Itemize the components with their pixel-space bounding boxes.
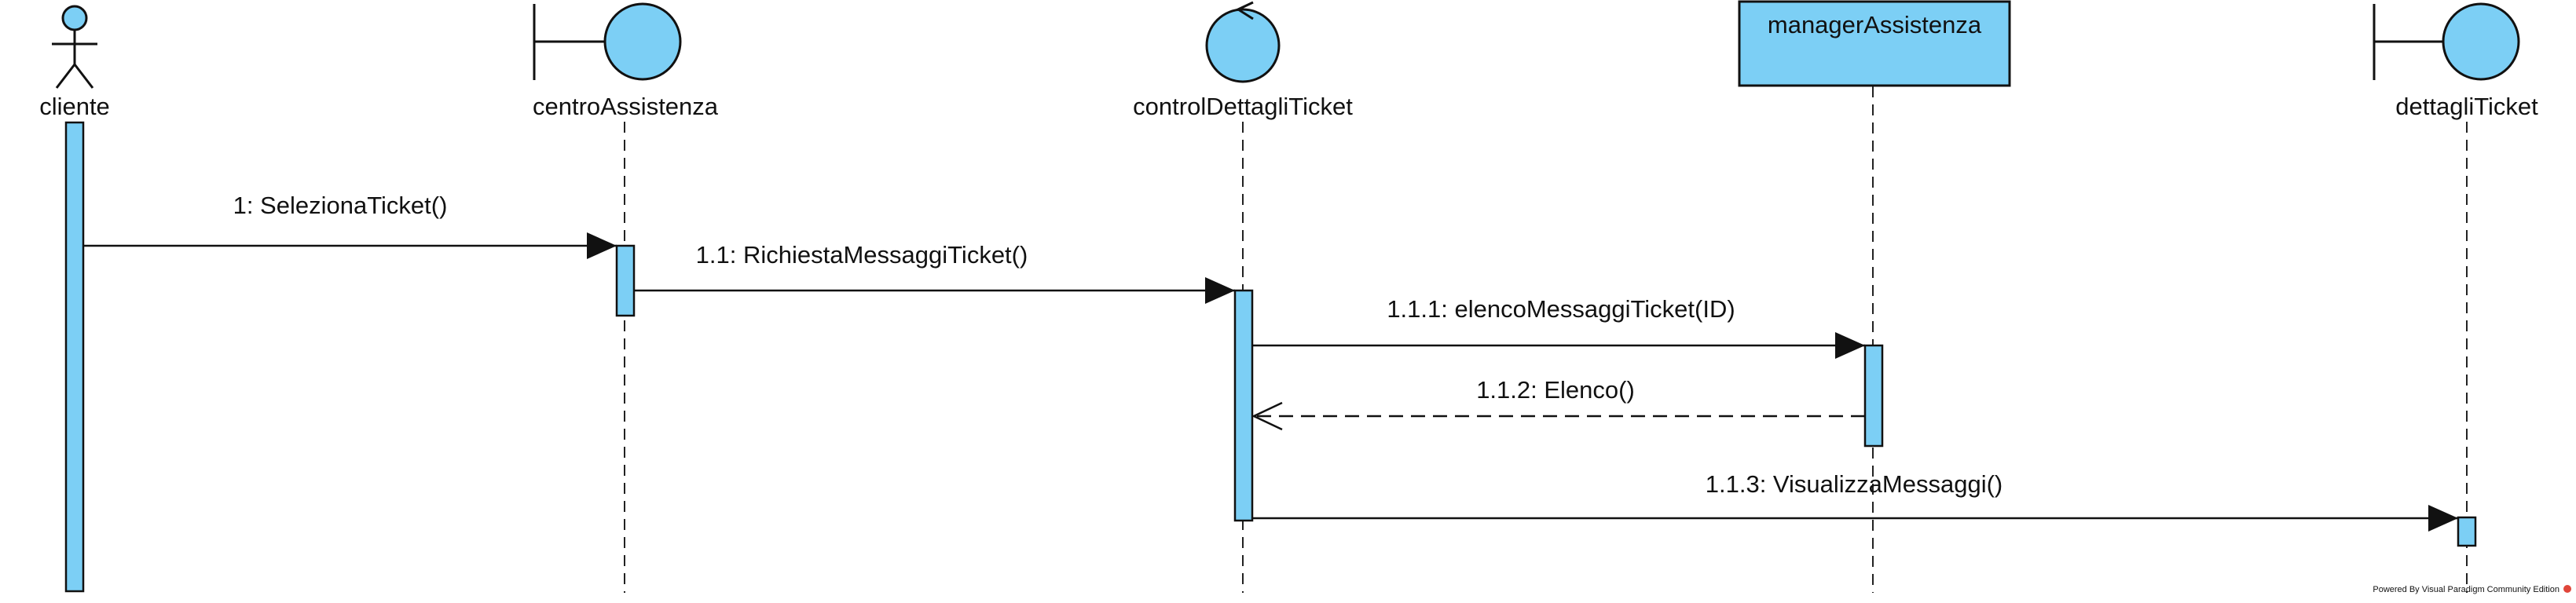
activation-control-dettagli-ticket — [1233, 289, 1254, 522]
message-label-1-1-2: 1.1.2: Elenco() — [1476, 376, 1635, 404]
activation-cliente — [64, 121, 85, 593]
control-dettagli-ticket-label: controlDettagliTicket — [1133, 93, 1353, 120]
watermark-logo-icon — [2563, 585, 2571, 593]
boundary-dettagli-ticket-icon — [2373, 2, 2520, 81]
actor-right-leg — [73, 64, 94, 89]
control-dettagli-ticket-icon — [1205, 1, 1281, 83]
message-arrowhead-1-1-1 — [1835, 332, 1865, 359]
actor-cliente — [52, 5, 97, 89]
message-arrowhead-1-1 — [1205, 277, 1235, 304]
activation-dettagli-ticket — [2457, 516, 2477, 547]
actor-left-leg — [55, 64, 76, 89]
message-arrowhead-1-1-2 — [1251, 401, 1283, 431]
boundary-dettagli-ticket-label: dettagliTicket — [2395, 93, 2538, 120]
manager-assistenza-box — [1738, 0, 2011, 87]
message-label-1-1-1: 1.1.1: elencoMessaggiTicket(ID) — [1387, 295, 1735, 323]
message-arrowhead-1-1-3 — [2428, 505, 2458, 532]
activation-manager-assistenza — [1863, 344, 1884, 448]
actor-head — [61, 5, 88, 31]
watermark-text: Powered By Visual Paradigm Community Edi… — [2373, 585, 2560, 594]
message-label-1-1: 1.1: RichiestaMessaggiTicket() — [696, 241, 1028, 269]
message-label-1-1-3: 1.1.3: VisualizzaMessaggi() — [1706, 470, 2003, 498]
actor-cliente-label: cliente — [39, 93, 110, 120]
message-arrowhead-1 — [587, 232, 617, 259]
activation-centro-assistenza — [615, 244, 636, 317]
boundary-centro-assistenza-icon — [533, 2, 682, 81]
boundary-centro-assistenza-label: centroAssistenza — [533, 93, 719, 120]
message-label-1: 1: SelezionaTicket() — [233, 192, 448, 219]
manager-assistenza-label: managerAssistenza — [1768, 11, 1982, 38]
